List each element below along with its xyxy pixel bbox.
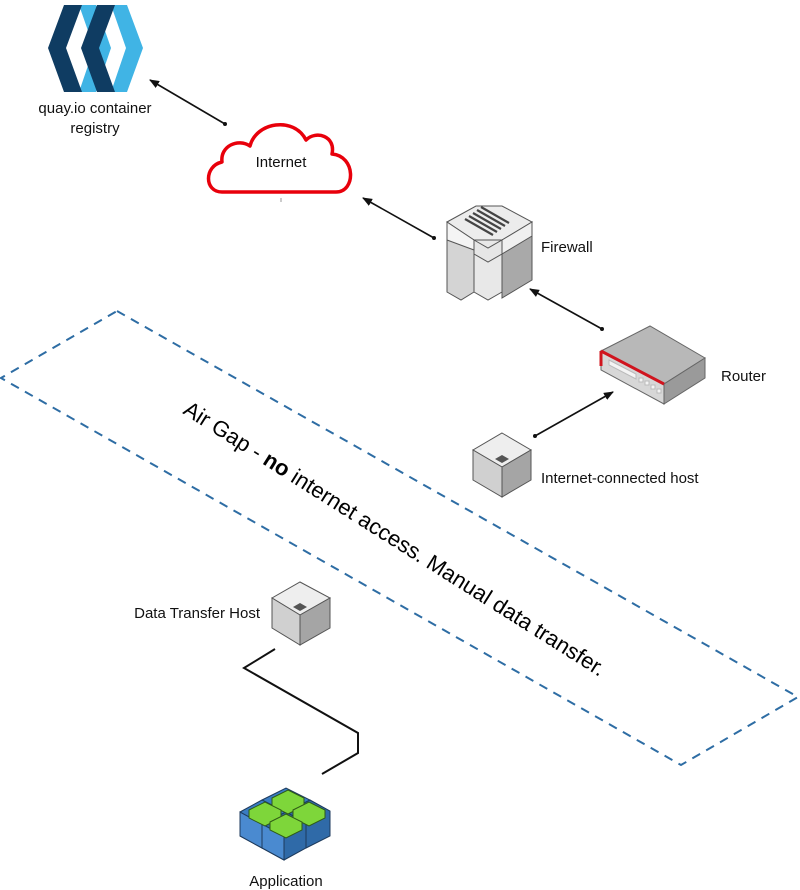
air-gap-boundary: [0, 309, 800, 767]
quay-logo-icon: [48, 5, 143, 92]
internet-label: Internet: [256, 154, 308, 171]
air-gap-text-suffix: internet access. Manual data transfer.: [282, 461, 611, 681]
edge-internet-to-quay: [149, 79, 227, 126]
application-blocks-icon: [239, 787, 331, 861]
edge-router-to-firewall: [529, 288, 604, 331]
edge-host-to-router: [533, 391, 614, 438]
firewall-icon: [446, 205, 534, 301]
application-label: Application: [249, 873, 322, 890]
edge-firewall-to-internet: [362, 197, 436, 240]
quay-label-line2: registry: [70, 120, 120, 137]
server-cube-icon: [472, 432, 532, 498]
router-label: Router: [721, 368, 766, 385]
air-gap-label: Air Gap - no internet access. Manual dat…: [179, 396, 610, 681]
router-icon: [599, 325, 706, 405]
air-gap-text-prefix: Air Gap -: [179, 396, 272, 467]
cloud-icon: [206, 123, 353, 194]
internet-host-label: Internet-connected host: [541, 470, 699, 487]
firewall-label: Firewall: [541, 239, 593, 256]
server-cube-icon: [271, 581, 332, 646]
edge-transfer-host-to-application: [242, 648, 359, 775]
quay-label-line1: quay.io container: [38, 100, 151, 117]
data-transfer-host-label: Data Transfer Host: [134, 605, 261, 622]
